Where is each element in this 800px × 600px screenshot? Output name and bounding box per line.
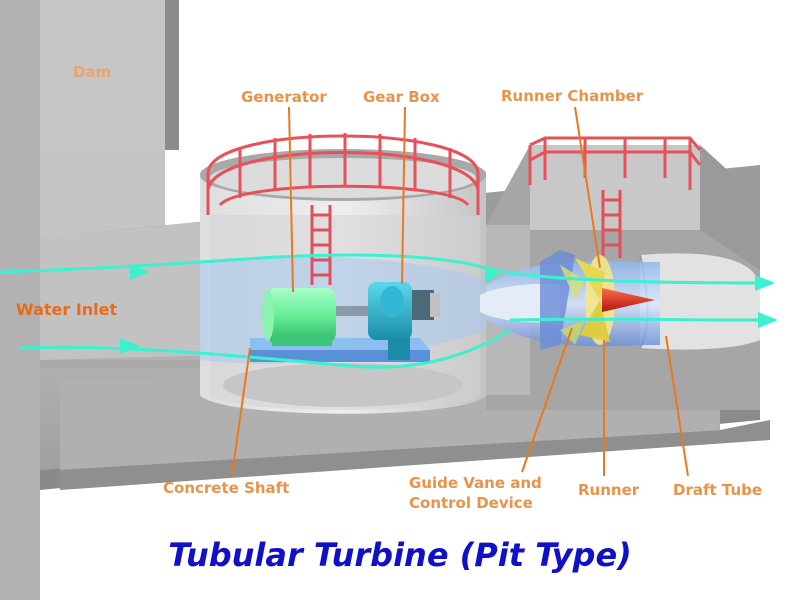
label-guide-vane-line2: Control Device — [409, 494, 533, 512]
label-generator: Generator — [241, 88, 327, 106]
diagram-title: Tubular Turbine (Pit Type) — [168, 536, 632, 574]
label-water-inlet: Water Inlet — [16, 300, 118, 319]
railing-shaft — [206, 133, 480, 215]
leader-generator — [288, 106, 294, 293]
leader-draft-tube — [665, 335, 689, 477]
leader-runner-chamber — [574, 106, 601, 269]
leader-concrete-shaft — [231, 347, 251, 476]
label-guide-vane-line1: Guide Vane and — [409, 474, 542, 492]
runner-cone — [602, 288, 655, 312]
ladder-shaft — [310, 205, 332, 285]
label-dam: Dam — [73, 63, 112, 81]
ladder-chamber — [601, 190, 622, 258]
label-draft-tube: Draft Tube — [673, 481, 763, 499]
water-flow-arrows — [0, 253, 778, 369]
drive-shaft — [336, 306, 368, 316]
railing-chamber — [528, 136, 702, 190]
gear-box — [368, 282, 440, 360]
generator — [262, 288, 336, 346]
label-concrete-shaft: Concrete Shaft — [163, 479, 290, 497]
label-runner-chamber: Runner Chamber — [501, 87, 644, 105]
label-gear-box: Gear Box — [363, 88, 440, 106]
label-runner: Runner — [578, 481, 640, 499]
leader-guide-vane — [521, 327, 573, 473]
leader-gear-box — [401, 106, 406, 285]
leader-lines — [231, 106, 689, 477]
